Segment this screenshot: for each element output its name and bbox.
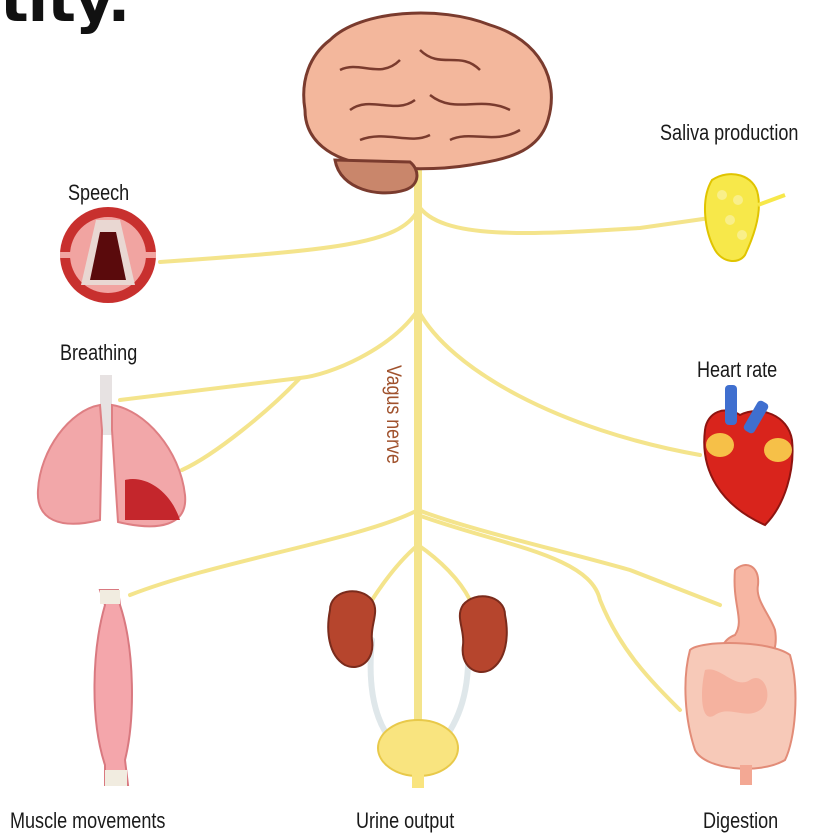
muscle-icon [94, 590, 131, 786]
label-vagus-nerve: Vagus nerve [381, 365, 405, 464]
label-muscle-movements: Muscle movements [10, 808, 165, 834]
branch-speech [160, 210, 418, 262]
brain-icon [304, 13, 552, 193]
heart-icon [704, 385, 792, 525]
branch-digestion-lower [418, 515, 680, 710]
branch-muscle [130, 510, 418, 595]
branch-kidney-left [372, 545, 418, 600]
branch-breathing-upper [120, 310, 418, 400]
label-saliva-production: Saliva production [660, 120, 798, 146]
salivary-gland-icon [705, 174, 785, 261]
label-heart-rate: Heart rate [697, 357, 777, 383]
nerve-branches [120, 170, 720, 745]
label-digestion: Digestion [703, 808, 778, 834]
label-urine-output: Urine output [356, 808, 454, 834]
branch-kidney-right [418, 545, 470, 600]
larynx-icon [60, 207, 156, 303]
lungs-icon [38, 375, 185, 526]
label-speech: Speech [68, 180, 129, 206]
branch-heart [418, 310, 700, 455]
label-breathing: Breathing [60, 340, 137, 366]
branch-saliva [418, 205, 710, 233]
